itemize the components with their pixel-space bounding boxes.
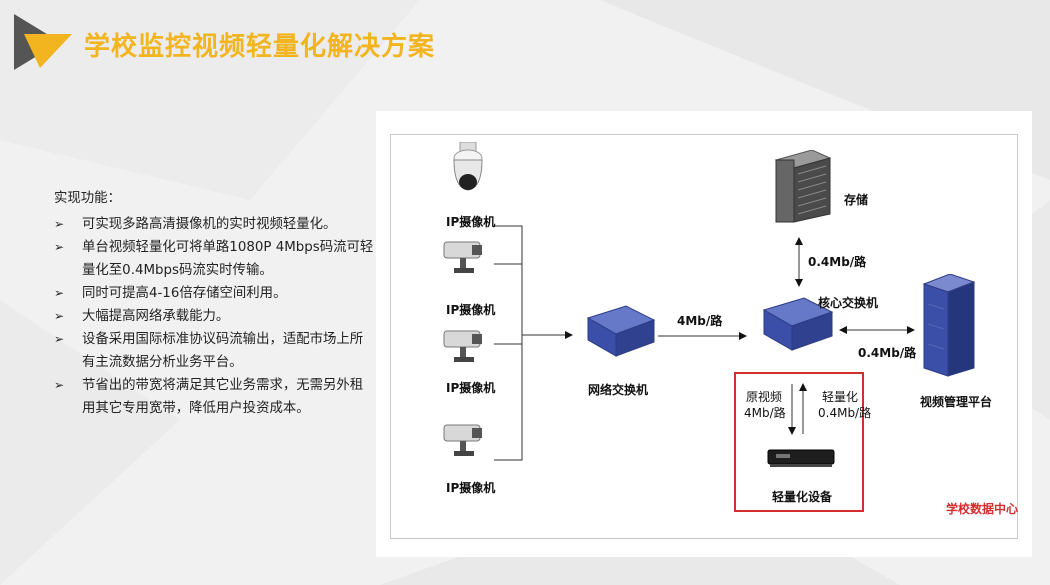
bullet-camera-icon (443, 424, 482, 456)
feature-item: ➢大幅提高网络承载能力。 (54, 305, 374, 328)
arrow-bullet-icon: ➢ (54, 217, 65, 231)
storage-label: 存储 (844, 193, 869, 207)
lightweight-label: 轻量化 (822, 390, 859, 404)
network-switch-label: 网络交换机 (588, 383, 649, 397)
lightweight-device-box (734, 372, 864, 512)
title-triangle-icon (14, 14, 72, 70)
original-rate-label: 4Mb/路 (744, 406, 786, 420)
title-bar: 学校监控视频轻量化解决方案 (0, 0, 1050, 80)
bullet-camera-icon (443, 330, 482, 362)
arrow-bullet-icon: ➢ (54, 240, 65, 254)
original-video-label: 原视频 (746, 390, 783, 404)
lightweight-device-icon (767, 449, 835, 467)
feature-item: ➢可实现多路高清摄像机的实时视频轻量化。 (54, 213, 374, 236)
core-switch-icon (762, 297, 834, 351)
video-platform-label: 视频管理平台 (920, 395, 993, 409)
feature-item: ➢单台视频轻量化可将单路1080P 4Mbps码流可轻量化至0.4Mbps码流实… (54, 236, 374, 282)
camera-label: IP摄像机 (446, 381, 496, 395)
link-rate-label: 4Mb/路 (677, 314, 723, 328)
arrow-bullet-icon: ➢ (54, 286, 65, 300)
lightweight-device-label: 轻量化设备 (772, 490, 833, 504)
datacenter-label: 学校数据中心 (946, 502, 1019, 516)
feature-list: 实现功能： ➢可实现多路高清摄像机的实时视频轻量化。 ➢单台视频轻量化可将单路1… (54, 189, 374, 420)
arrow-bullet-icon: ➢ (54, 378, 65, 392)
video-platform-server-icon (922, 274, 976, 377)
dome-camera-icon (453, 142, 483, 191)
diagram-panel (376, 111, 1032, 557)
feature-item: ➢设备采用国际标准协议码流输出，适配市场上所有主流数据分析业务平台。 (54, 328, 374, 374)
lightweight-rate-label: 0.4Mb/路 (818, 406, 872, 420)
link-rate-label: 0.4Mb/路 (808, 255, 867, 269)
camera-label: IP摄像机 (446, 215, 496, 229)
feature-item: ➢同时可提高4-16倍存储空间利用。 (54, 282, 374, 305)
page-title: 学校监控视频轻量化解决方案 (84, 32, 436, 62)
arrow-bullet-icon: ➢ (54, 332, 65, 346)
features-heading: 实现功能： (54, 191, 121, 206)
core-switch-label: 核心交换机 (818, 296, 879, 310)
link-rate-label: 0.4Mb/路 (858, 346, 917, 360)
arrow-bullet-icon: ➢ (54, 309, 65, 323)
camera-label: IP摄像机 (446, 303, 496, 317)
network-switch-icon (586, 305, 656, 357)
storage-server-icon (774, 150, 832, 223)
feature-item: ➢节省出的带宽将满足其它业务需求，无需另外租用其它专用宽带，降低用户投资成本。 (54, 374, 374, 420)
camera-label: IP摄像机 (446, 481, 496, 495)
bullet-camera-icon (443, 241, 482, 273)
